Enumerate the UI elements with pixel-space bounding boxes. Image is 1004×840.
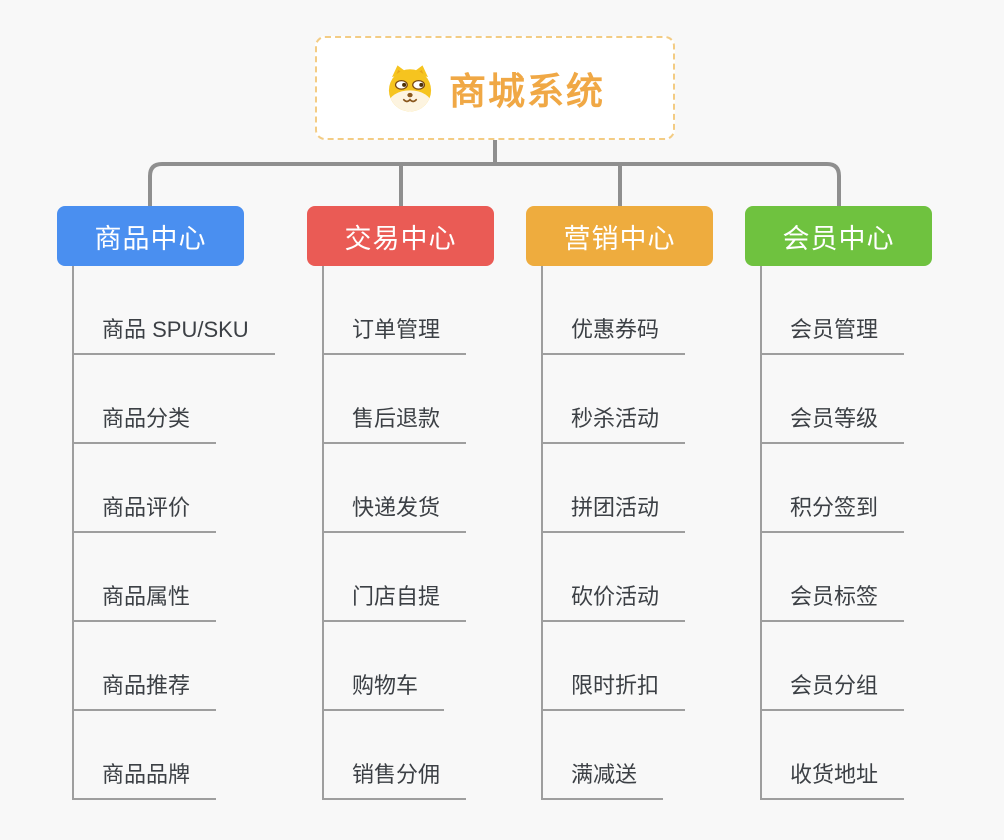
leaf-node[interactable]: 购物车: [322, 668, 445, 711]
leaf-row: 拼团活动: [541, 444, 686, 533]
leaf-row: 商品 SPU/SKU: [72, 266, 275, 355]
leaf-row: 收货地址: [760, 711, 905, 800]
leaf-node[interactable]: 会员分组: [760, 668, 905, 711]
leaf-node[interactable]: 商品品牌: [72, 757, 217, 800]
leaf-row: 会员等级: [760, 355, 905, 444]
leaf-node[interactable]: 订单管理: [322, 312, 467, 355]
leaf-row: 销售分佣: [322, 711, 467, 800]
leaf-node[interactable]: 积分签到: [760, 490, 905, 533]
branch-connector-line: [72, 266, 74, 800]
leaf-row: 会员管理: [760, 266, 905, 355]
branch-children: 优惠券码秒杀活动拼团活动砍价活动限时折扣满减送: [541, 266, 686, 800]
branch-node-marketing-center[interactable]: 营销中心: [526, 206, 713, 266]
leaf-row: 限时折扣: [541, 622, 686, 711]
branch-children: 会员管理会员等级积分签到会员标签会员分组收货地址: [760, 266, 905, 800]
leaf-row: 会员标签: [760, 533, 905, 622]
leaf-row: 商品推荐: [72, 622, 275, 711]
leaf-row: 快递发货: [322, 444, 467, 533]
leaf-row: 门店自提: [322, 533, 467, 622]
leaf-row: 积分签到: [760, 444, 905, 533]
leaf-node[interactable]: 限时折扣: [541, 668, 686, 711]
leaf-node[interactable]: 商品属性: [72, 579, 217, 622]
leaf-node[interactable]: 拼团活动: [541, 490, 686, 533]
leaf-node[interactable]: 满减送: [541, 757, 664, 800]
branch-node-member-center[interactable]: 会员中心: [745, 206, 932, 266]
branch-children: 商品 SPU/SKU 商品分类商品评价商品属性商品推荐商品品牌: [72, 266, 275, 800]
leaf-row: 商品分类: [72, 355, 275, 444]
leaf-node[interactable]: 会员等级: [760, 401, 905, 444]
leaf-node[interactable]: 会员标签: [760, 579, 905, 622]
leaf-row: 商品评价: [72, 444, 275, 533]
leaf-node[interactable]: 砍价活动: [541, 579, 686, 622]
branch-marketing-center: 营销中心 优惠券码秒杀活动拼团活动砍价活动限时折扣满减送: [526, 206, 776, 840]
root-node[interactable]: 商城系统: [315, 36, 675, 140]
branch-member-center: 会员中心 会员管理会员等级积分签到会员标签会员分组收货地址: [745, 206, 995, 840]
leaf-row: 砍价活动: [541, 533, 686, 622]
leaf-node[interactable]: 秒杀活动: [541, 401, 686, 444]
branch-node-product-center[interactable]: 商品中心: [57, 206, 244, 266]
branch-connector-line: [760, 266, 762, 800]
leaf-node[interactable]: 商品评价: [72, 490, 217, 533]
branch-bus-line: [148, 162, 841, 208]
leaf-node[interactable]: 收货地址: [760, 757, 905, 800]
branch-connector-line: [541, 266, 543, 800]
leaf-row: 秒杀活动: [541, 355, 686, 444]
leaf-node[interactable]: 快递发货: [322, 490, 467, 533]
leaf-row: 商品品牌: [72, 711, 275, 800]
leaf-node[interactable]: 销售分佣: [322, 757, 467, 800]
branch-trade-center: 交易中心 订单管理售后退款快递发货门店自提购物车销售分佣: [307, 206, 557, 840]
leaf-row: 满减送: [541, 711, 685, 800]
branch-node-trade-center[interactable]: 交易中心: [307, 206, 494, 266]
branch-children: 订单管理售后退款快递发货门店自提购物车销售分佣: [322, 266, 467, 800]
branch-connector-line: [322, 266, 324, 800]
leaf-node[interactable]: 商品 SPU/SKU: [72, 312, 275, 355]
leaf-node[interactable]: 商品分类: [72, 401, 217, 444]
branch-product-center: 商品中心 商品 SPU/SKU 商品分类商品评价商品属性商品推荐商品品牌: [57, 206, 307, 840]
leaf-row: 订单管理: [322, 266, 467, 355]
leaf-row: 会员分组: [760, 622, 905, 711]
leaf-node[interactable]: 售后退款: [322, 401, 467, 444]
leaf-node[interactable]: 门店自提: [322, 579, 467, 622]
leaf-node[interactable]: 商品推荐: [72, 668, 217, 711]
leaf-row: 售后退款: [322, 355, 467, 444]
leaf-row: 优惠券码: [541, 266, 686, 355]
leaf-node[interactable]: 优惠券码: [541, 312, 686, 355]
doge-icon: [385, 63, 435, 113]
leaf-row: 购物车: [322, 622, 466, 711]
leaf-row: 商品属性: [72, 533, 275, 622]
leaf-node[interactable]: 会员管理: [760, 312, 905, 355]
root-title: 商城系统: [449, 71, 605, 112]
